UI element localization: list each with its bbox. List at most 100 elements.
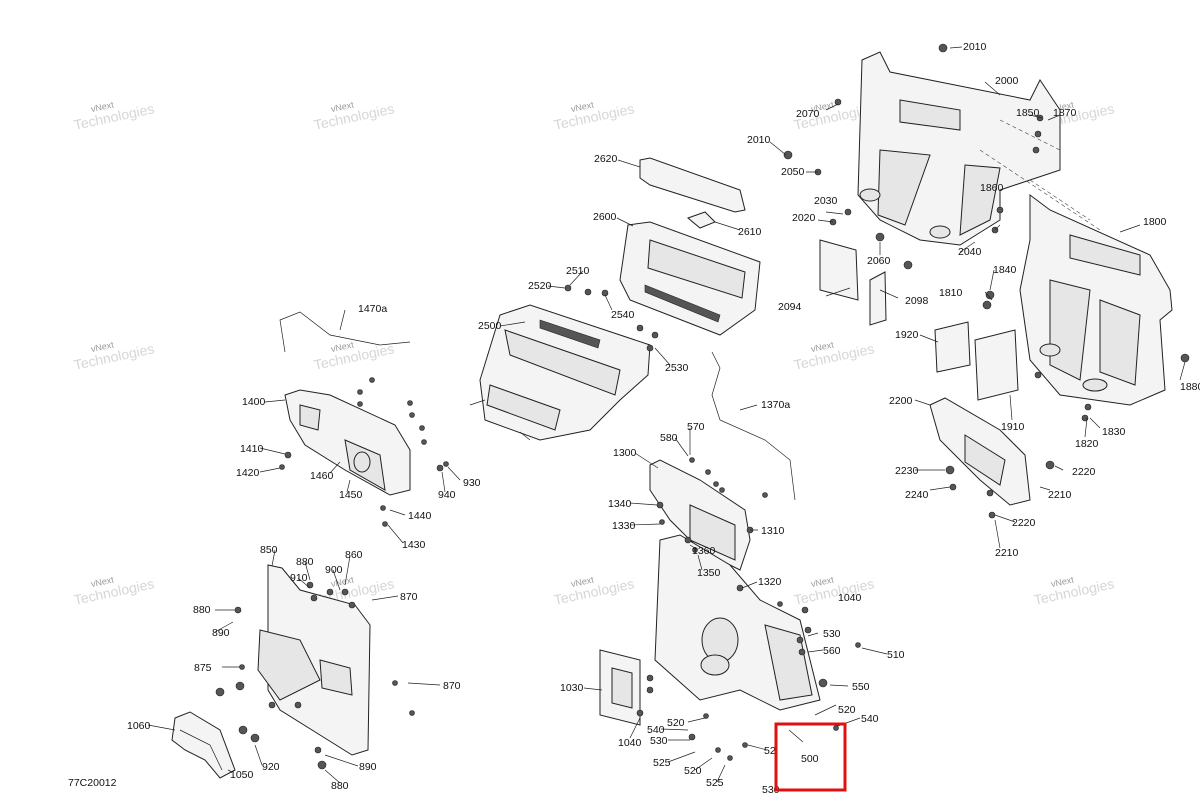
callout-2094: 2094 (778, 301, 802, 313)
callout-1410: 1410 (240, 443, 264, 455)
callout-580: 580 (660, 432, 678, 444)
svg-text:vNext: vNext (570, 99, 595, 114)
callout-1040: 1040 (838, 592, 862, 604)
callout-1910: 1910 (1001, 421, 1025, 433)
callout-labels: 2010 2000 2070 1850 1870 2010 2050 1860 … (68, 41, 1200, 795)
callout-2060: 2060 (867, 255, 891, 267)
svg-text:vNext: vNext (90, 574, 115, 589)
callout-900: 900 (325, 564, 343, 576)
callout-1850: 1850 (1016, 107, 1040, 119)
callout-1830: 1830 (1102, 426, 1126, 438)
callout-910: 910 (290, 572, 308, 584)
svg-text:Technologies: Technologies (72, 100, 155, 133)
callout-1430: 1430 (402, 539, 426, 551)
callout-1040: 1040 (618, 737, 642, 749)
callout-2210: 2210 (1048, 489, 1072, 501)
callout-1470a: 1470a (358, 303, 387, 315)
highlight-box[interactable] (774, 722, 847, 792)
callout-1300: 1300 (613, 447, 637, 459)
callout-570: 570 (687, 421, 705, 433)
callout-2610: 2610 (738, 226, 762, 238)
callout-880: 880 (331, 780, 349, 792)
part-1470a-cable (279, 311, 411, 353)
callout-2500: 2500 (478, 320, 502, 332)
part-2094-panel (819, 239, 859, 301)
part-1060-cover (171, 711, 236, 779)
svg-text:Technologies: Technologies (72, 575, 155, 608)
callout-1330: 1330 (612, 520, 636, 532)
part-1370a-cable (711, 351, 796, 501)
part-850-panel (257, 564, 371, 756)
callout-1860: 1860 (980, 182, 1004, 194)
callout-880: 880 (296, 556, 314, 568)
callout-520: 520 (667, 717, 685, 729)
diagram-code: 77C20012 (68, 777, 117, 789)
part-1920-panel (934, 321, 971, 373)
callout-1810: 1810 (939, 287, 963, 299)
callout-2220: 2220 (1012, 517, 1036, 529)
part-2000-panel (857, 51, 1101, 246)
svg-text:Technologies: Technologies (312, 340, 395, 373)
callout-2000: 2000 (995, 75, 1019, 87)
callout-2070: 2070 (796, 108, 820, 120)
svg-text:Technologies: Technologies (72, 340, 155, 373)
highlight-500[interactable]: 500 (774, 722, 847, 792)
watermark: Technologies vNext (552, 574, 635, 608)
svg-text:Technologies: Technologies (1032, 575, 1115, 608)
watermark: Technologies vNext (72, 99, 155, 133)
callout-2098: 2098 (905, 295, 929, 307)
callout-560: 560 (823, 645, 841, 657)
callout-930: 930 (463, 477, 481, 489)
callout-920: 920 (262, 761, 280, 773)
callout-1310: 1310 (761, 525, 785, 537)
svg-text:vNext: vNext (810, 339, 835, 354)
callout-525: 525 (706, 777, 724, 789)
callout-1400: 1400 (242, 396, 266, 408)
part-2610-clip (687, 211, 716, 229)
part-2098-bracket (869, 271, 887, 326)
callout-850: 850 (260, 544, 278, 556)
leader-lines (147, 46, 1186, 784)
callout-2520: 2520 (528, 280, 552, 292)
callout-2010: 2010 (963, 41, 987, 53)
callout-1450: 1450 (339, 489, 363, 501)
callout-1920: 1920 (895, 329, 919, 341)
svg-text:vNext: vNext (810, 99, 835, 114)
svg-text:vNext: vNext (330, 99, 355, 114)
part-1030-box (599, 649, 641, 726)
callout-2620: 2620 (594, 153, 618, 165)
svg-text:vNext: vNext (1050, 574, 1075, 589)
callout-1370a: 1370a (761, 399, 790, 411)
callout-540: 540 (861, 713, 879, 725)
callout-2200: 2200 (889, 395, 913, 407)
callout-2040: 2040 (958, 246, 982, 258)
callout-1840: 1840 (993, 264, 1017, 276)
callout-2010: 2010 (747, 134, 771, 146)
callout-2210: 2210 (995, 547, 1019, 559)
svg-text:Technologies: Technologies (552, 575, 635, 608)
watermark: Technologies vNext (72, 339, 155, 373)
callout-500[interactable]: 500 (801, 753, 819, 765)
part-2500-cluster (469, 304, 651, 441)
callout-520: 520 (684, 765, 702, 777)
watermark: Technologies vNext (312, 339, 395, 373)
callout-890: 890 (212, 627, 230, 639)
callout-890: 890 (359, 761, 377, 773)
callout-1340: 1340 (608, 498, 632, 510)
callout-1030: 1030 (560, 682, 584, 694)
callout-2510: 2510 (566, 265, 590, 277)
part-1040-firewall (654, 534, 821, 711)
watermark: Technologies vNext (792, 574, 875, 607)
svg-text:vNext: vNext (330, 339, 355, 354)
callout-1060: 1060 (127, 720, 151, 732)
part-1800-panel (1019, 194, 1173, 406)
part-2200-bracket (929, 397, 1031, 506)
callout-530: 530 (650, 735, 668, 747)
part-1910-panel (974, 329, 1019, 401)
watermark: Technologies vNext (552, 99, 635, 132)
svg-text:vNext: vNext (810, 574, 835, 589)
callout-2020: 2020 (792, 212, 816, 224)
watermark: Technologies vNext (1032, 574, 1115, 608)
callout-540: 540 (647, 724, 665, 736)
part-2600-bezel (619, 221, 761, 336)
